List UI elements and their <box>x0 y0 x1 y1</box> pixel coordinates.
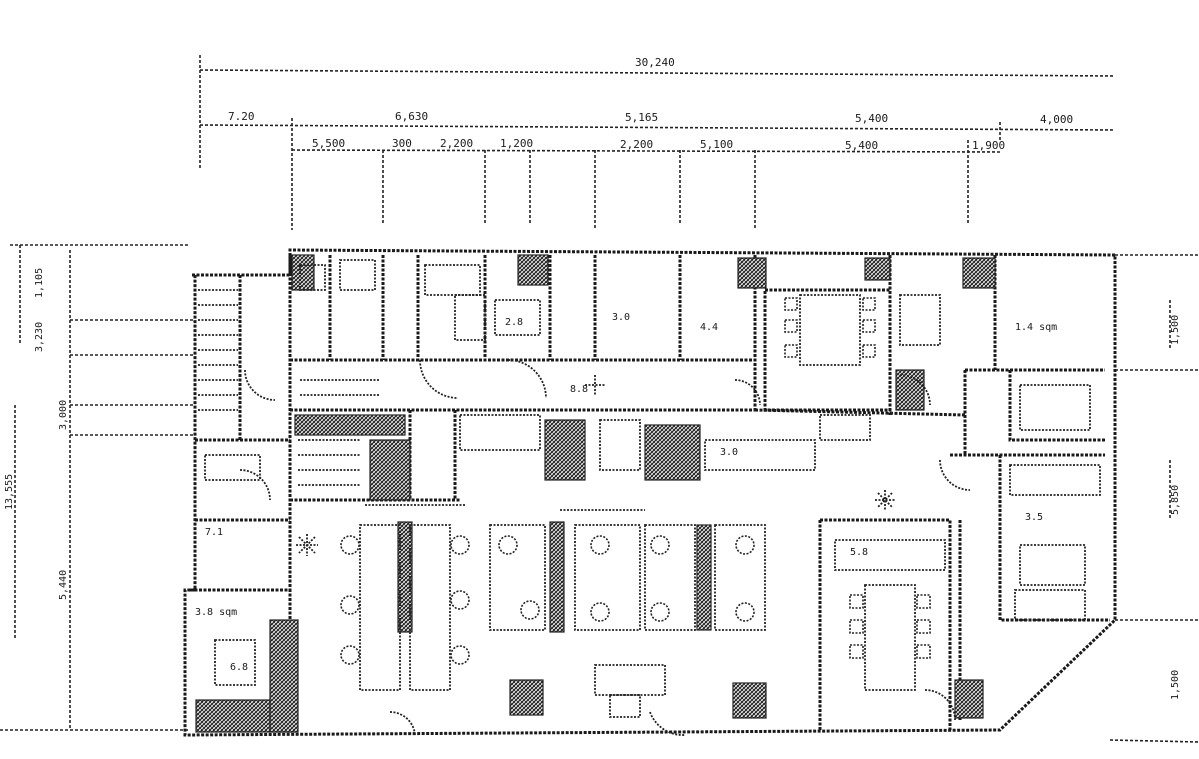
dim-top-row3-4: 1,200 <box>500 137 533 150</box>
dim-top-row2-1: 7.20 <box>228 110 255 123</box>
plant-symbols <box>296 375 895 556</box>
dim-left-5: 5,440 <box>58 570 69 600</box>
room-label-9: 3.5 <box>1025 512 1043 523</box>
dim-right-2: 5,850 <box>1170 485 1181 515</box>
dim-top-row3-2: 300 <box>392 137 412 150</box>
dim-right-3: 1,500 <box>1170 670 1181 700</box>
interior-walls <box>195 255 1110 730</box>
dim-top-row3-7: 5,400 <box>845 139 878 152</box>
room-label-6: 8.8 <box>570 384 588 395</box>
dimension-lines-right <box>1109 254 1199 743</box>
dim-top-row2-3: 5,165 <box>625 111 658 124</box>
dimension-lines-top <box>199 55 1116 230</box>
outer-walls <box>183 248 1117 737</box>
dim-top-row3-5: 2,200 <box>620 138 653 151</box>
room-label-11: 2.8 <box>505 317 523 328</box>
room-label-3: 6.8 <box>230 662 248 673</box>
office-furniture <box>204 259 1101 718</box>
dim-top-row3-1: 5,500 <box>312 137 345 150</box>
stairs <box>198 289 380 486</box>
hatched-areas <box>195 254 996 733</box>
dim-left-2: 3,230 <box>34 322 45 352</box>
dim-top-row2-5: 4,000 <box>1040 113 1073 126</box>
room-label-7: 7.1 <box>205 527 223 538</box>
room-label-1: 1.4 sqm <box>1015 322 1057 333</box>
dim-top-row2-2: 6,630 <box>395 110 428 123</box>
dim-left-1: 1,105 <box>34 268 45 298</box>
dimension-lines-left <box>0 244 195 731</box>
dimension-labels: 30,240 7.20 6,630 5,165 5,400 4,000 5,50… <box>4 56 1181 700</box>
dim-left-3: 3,000 <box>58 400 69 430</box>
dim-left-4: 13,555 <box>4 474 15 510</box>
dim-right-1: 1,500 <box>1170 315 1181 345</box>
room-labels: 1.4 sqm 3.8 sqm 6.8 3.0 4.4 8.8 7.1 5.8 … <box>195 312 1057 673</box>
dim-top-row3-8: 1,900 <box>972 139 1005 152</box>
door-swings <box>239 359 971 736</box>
dim-top-row3-6: 5,100 <box>700 138 733 151</box>
room-label-4: 3.0 <box>612 312 630 323</box>
dim-top-row2-4: 5,400 <box>855 112 888 125</box>
room-label-8: 5.8 <box>850 547 868 558</box>
room-label-5: 4.4 <box>700 322 718 333</box>
room-label-10: 3.0 <box>720 447 738 458</box>
room-label-2: 3.8 sqm <box>195 607 237 618</box>
dim-top-row3-3: 2,200 <box>440 137 473 150</box>
dim-top-overall: 30,240 <box>635 56 675 69</box>
